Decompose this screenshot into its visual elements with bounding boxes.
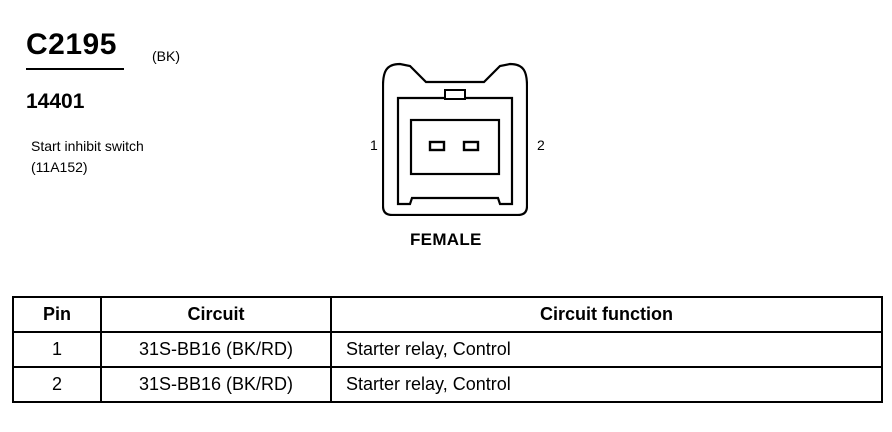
header-circuit: Circuit bbox=[100, 296, 332, 333]
pin-1-terminal bbox=[428, 140, 446, 152]
connector-gender-label: FEMALE bbox=[410, 230, 482, 249]
connector-face-drawing bbox=[382, 62, 528, 216]
circuit-function-cell: Starter relay, Control bbox=[330, 366, 883, 403]
connector-inner-housing bbox=[396, 96, 514, 206]
component-code: (11A152) bbox=[31, 159, 88, 175]
circuit-function-cell: Starter relay, Control bbox=[330, 331, 883, 368]
table-row: 1 31S-BB16 (BK/RD) Starter relay, Contro… bbox=[12, 331, 883, 368]
header-pin: Pin bbox=[12, 296, 102, 333]
component-name: Start inhibit switch bbox=[31, 138, 144, 154]
part-number: 14401 bbox=[26, 90, 85, 113]
connector-outline bbox=[382, 62, 528, 216]
circuit-cell: 31S-BB16 (BK/RD) bbox=[100, 366, 332, 403]
pin-label-1: 1 bbox=[370, 137, 378, 153]
pin-2-terminal bbox=[462, 140, 480, 152]
locking-tab bbox=[444, 89, 466, 100]
connector-color: (BK) bbox=[152, 48, 180, 64]
circuit-cell: 31S-BB16 (BK/RD) bbox=[100, 331, 332, 368]
table-header-row: Pin Circuit Circuit function bbox=[12, 296, 883, 333]
pinout-table: Pin Circuit Circuit function 1 31S-BB16 … bbox=[12, 296, 883, 403]
terminal-cavity bbox=[409, 118, 501, 176]
connector-id: C2195 bbox=[26, 28, 117, 61]
pin-cell: 2 bbox=[12, 366, 102, 403]
table-row: 2 31S-BB16 (BK/RD) Starter relay, Contro… bbox=[12, 366, 883, 403]
header-circuit-function: Circuit function bbox=[330, 296, 883, 333]
connector-id-underline bbox=[26, 68, 124, 70]
pin-label-2: 2 bbox=[537, 137, 545, 153]
pin-cell: 1 bbox=[12, 331, 102, 368]
